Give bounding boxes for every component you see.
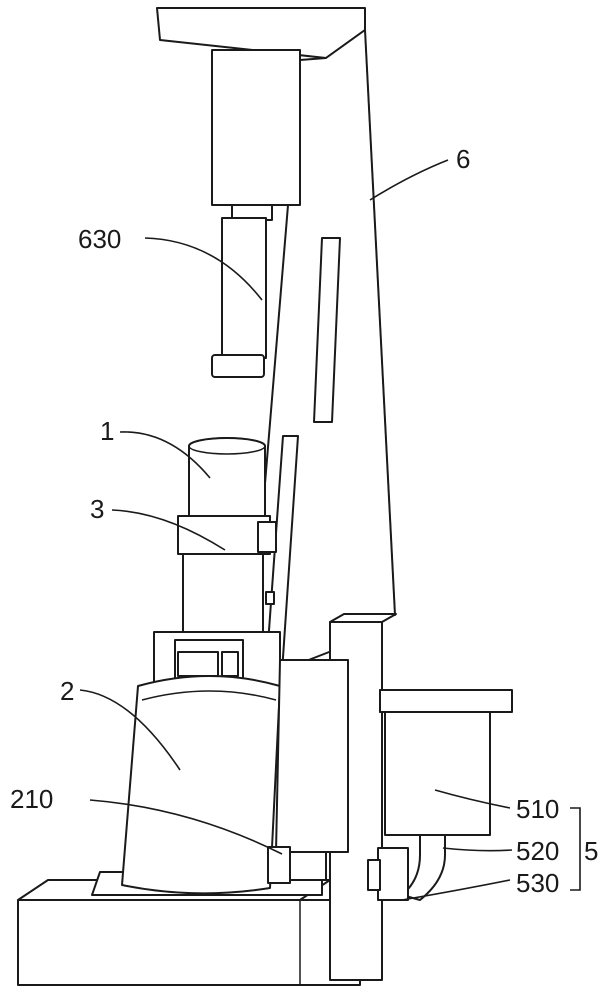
component-1 <box>188 437 266 523</box>
label-530: 530 <box>516 868 559 898</box>
lower-tube <box>182 553 275 633</box>
part-530 <box>367 847 409 901</box>
label-3: 3 <box>90 494 104 524</box>
port-210 <box>267 846 327 884</box>
component-2 <box>121 675 281 895</box>
part-510 <box>379 689 513 836</box>
label-520: 520 <box>516 836 559 866</box>
label-630: 630 <box>78 224 121 254</box>
label-6: 6 <box>456 144 470 174</box>
leader-lines <box>79 159 581 901</box>
cylinder-630 <box>211 49 301 378</box>
rear-box <box>275 659 349 853</box>
label-5: 5 <box>584 836 598 866</box>
part-520 <box>401 834 446 901</box>
label-510: 510 <box>516 794 559 824</box>
label-2: 2 <box>60 676 74 706</box>
frame-slot <box>313 237 341 423</box>
label-210: 210 <box>10 784 53 814</box>
component-3 <box>177 515 277 555</box>
label-1: 1 <box>100 416 114 446</box>
labels: 6 630 1 3 2 210 510 520 530 5 <box>10 144 598 898</box>
